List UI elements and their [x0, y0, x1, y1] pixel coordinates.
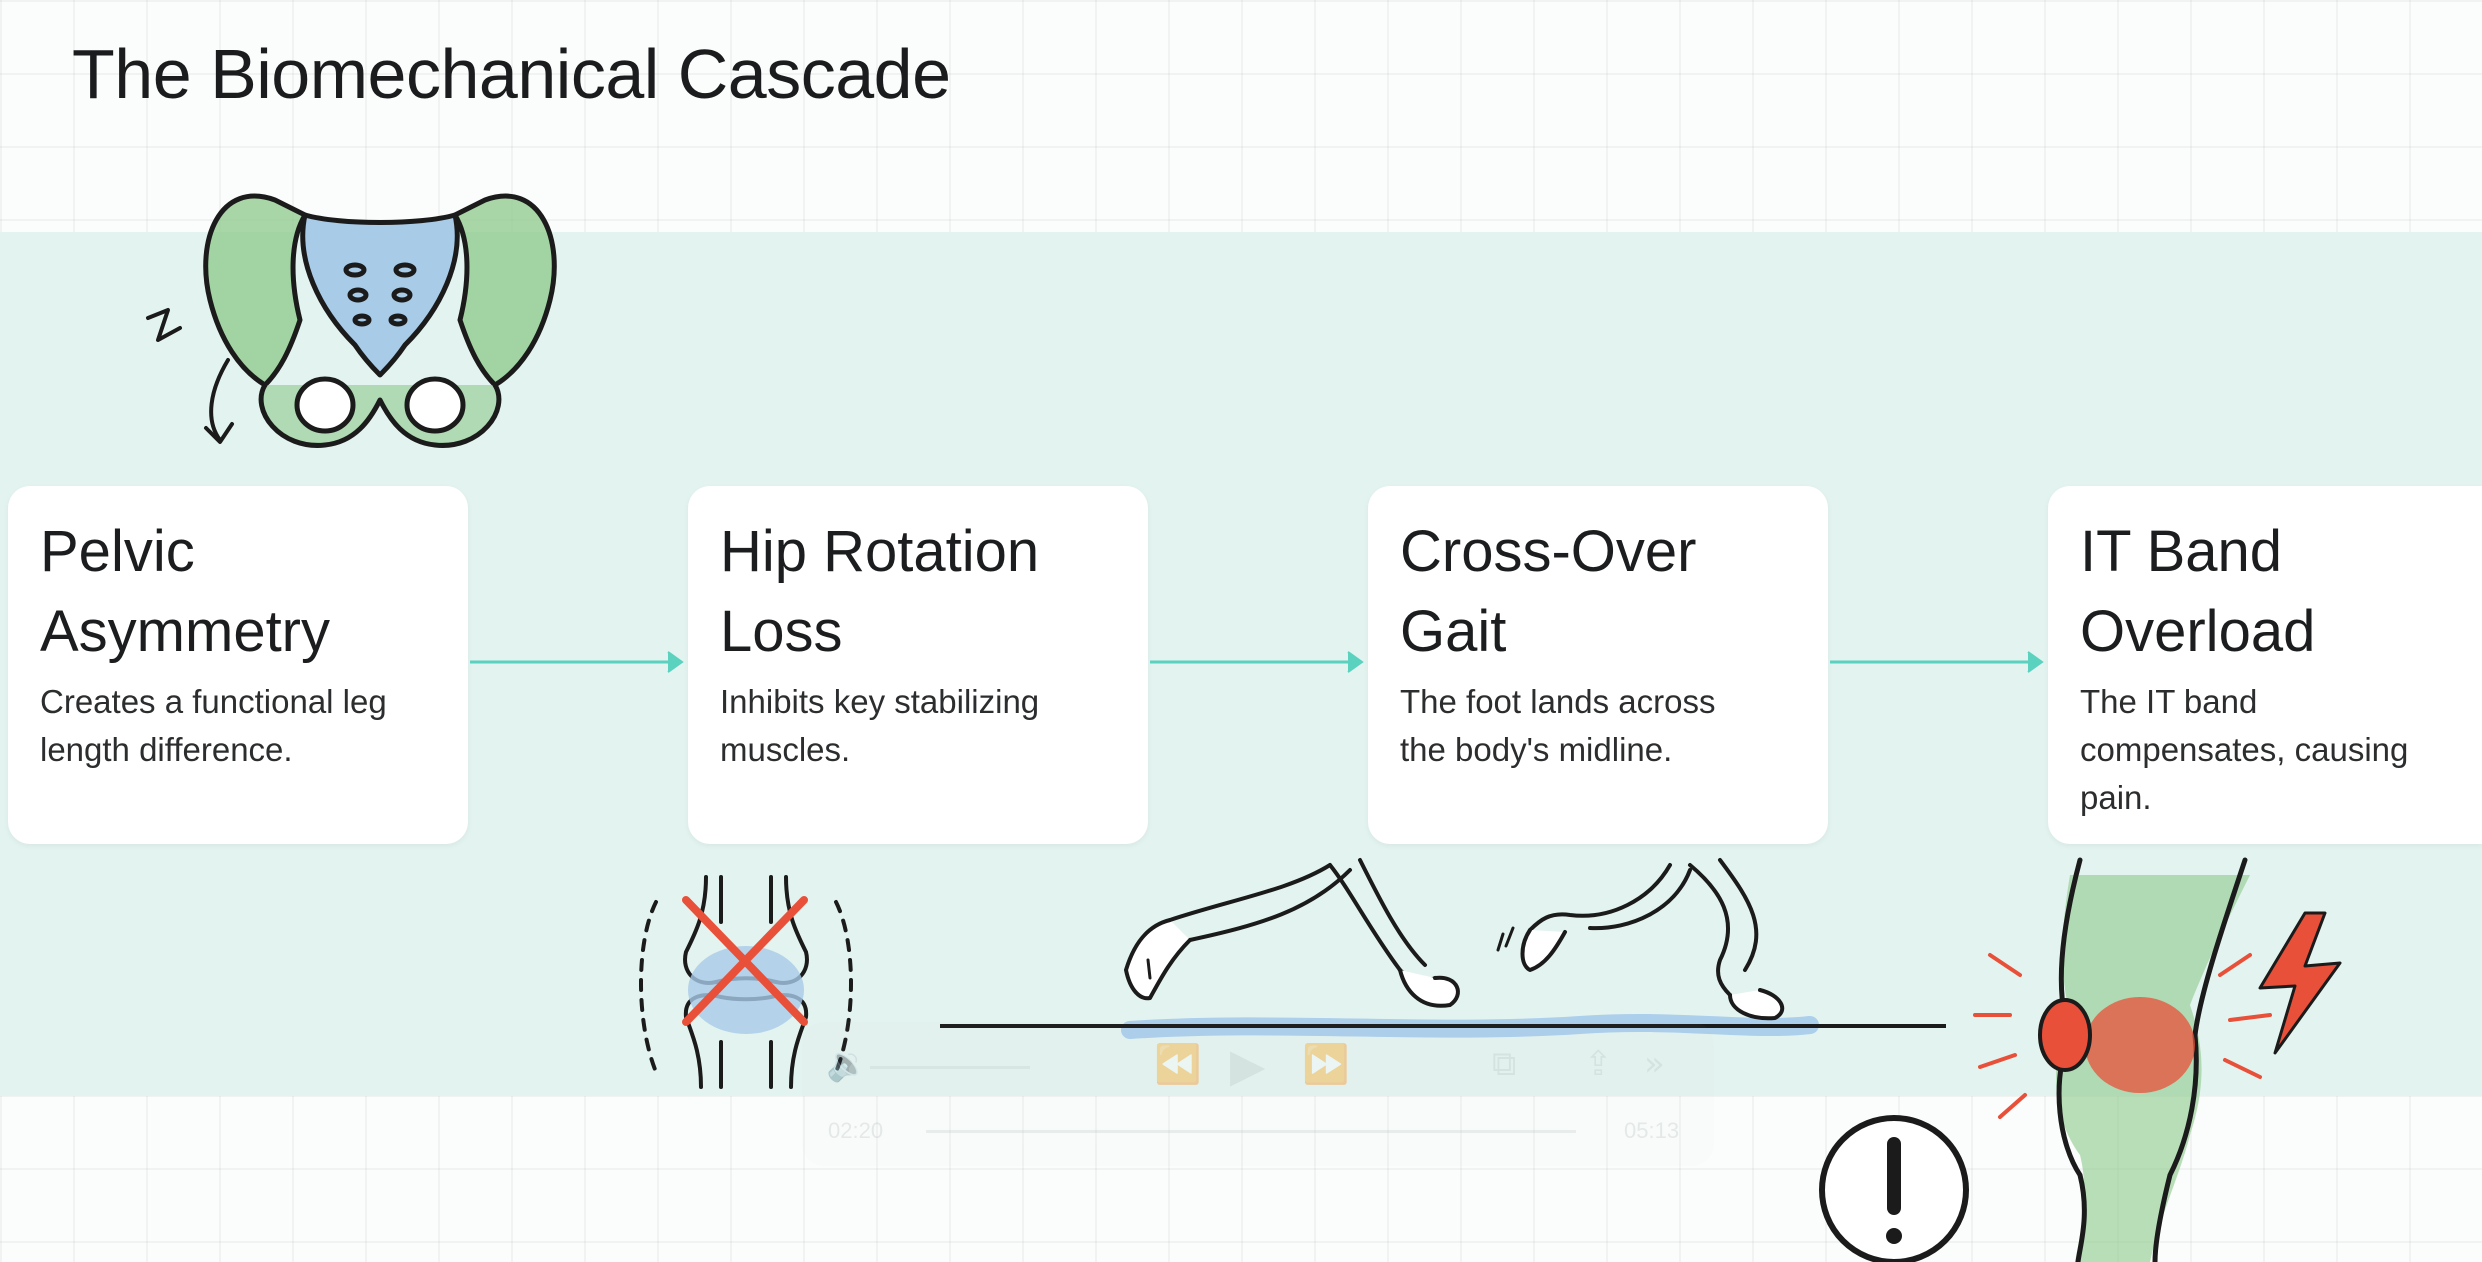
total-time: 05:13	[1624, 1118, 1680, 1143]
exclamation-warning-icon	[1819, 1115, 1969, 1262]
arrow-right-icon	[1830, 651, 2044, 673]
step-description: The foot lands across the body's midline…	[1400, 678, 1800, 774]
step-description-line: Inhibits key stabilizing	[720, 683, 1040, 720]
cross-over-running-legs-illustration	[940, 858, 1946, 1039]
step-heading-line: Asymmetry	[40, 599, 330, 664]
step-heading-line: IT Band	[2080, 519, 2283, 584]
step-description-line: muscles.	[720, 731, 851, 768]
video-player-controls[interactable]: 🔉 ⏪ ▶ ⏩ ⧉ ⇪ » 02:20 05:13	[802, 1022, 1714, 1166]
inflamed-knee-illustration	[1973, 857, 2272, 1262]
step-description-line: length difference.	[40, 731, 293, 768]
arrow-right-icon	[1150, 651, 1364, 673]
step-description-line: pain.	[2080, 779, 2152, 816]
step-heading: Hip Rotation Loss	[720, 512, 1120, 672]
step-description: Inhibits key stabilizing muscles.	[720, 678, 1120, 774]
crossed-hip-joint-illustration	[639, 875, 853, 1089]
step-heading-line: Cross-Over	[1400, 519, 1697, 584]
pelvis-illustration	[146, 193, 557, 448]
volume-slider[interactable]	[870, 1066, 1030, 1069]
step-description-line: the body's midline.	[1400, 731, 1673, 768]
seek-bar[interactable]	[926, 1130, 1576, 1133]
fast-forward-icon[interactable]: ⏩	[1302, 1042, 1350, 1086]
step-description-line: The foot lands across	[1400, 683, 1716, 720]
step-heading: IT Band Overload	[2080, 512, 2454, 672]
play-icon[interactable]: ▶	[1230, 1038, 1266, 1092]
step-heading-line: Hip Rotation	[720, 519, 1040, 584]
step-card-pelvic-asymmetry: Pelvic Asymmetry Creates a functional le…	[8, 486, 468, 844]
lightning-bolt-icon	[2258, 911, 2342, 1055]
step-heading: Cross-Over Gait	[1400, 512, 1800, 672]
step-heading-line: Pelvic	[40, 519, 195, 584]
share-icon[interactable]: ⇪	[1584, 1044, 1613, 1084]
step-heading: Pelvic Asymmetry	[40, 512, 440, 672]
step-card-it-band-overload: IT Band Overload The IT band compensates…	[2048, 486, 2482, 844]
step-description-line: The IT band	[2080, 683, 2258, 720]
page-title: The Biomechanical Cascade	[72, 35, 951, 113]
step-heading-line: Gait	[1400, 599, 1507, 664]
step-heading-line: Loss	[720, 599, 843, 664]
step-description: The IT band compensates, causing pain.	[2080, 678, 2454, 822]
rewind-icon[interactable]: ⏪	[1154, 1042, 1202, 1086]
step-card-cross-over-gait: Cross-Over Gait The foot lands across th…	[1368, 486, 1828, 844]
skip-forward-icon[interactable]: »	[1644, 1044, 1665, 1084]
arrow-right-icon	[470, 651, 684, 673]
picture-in-picture-icon[interactable]: ⧉	[1492, 1044, 1517, 1084]
step-card-hip-rotation-loss: Hip Rotation Loss Inhibits key stabilizi…	[688, 486, 1148, 844]
volume-icon[interactable]: 🔉	[826, 1044, 869, 1084]
current-time: 02:20	[828, 1118, 884, 1143]
step-description: Creates a functional leg length differen…	[40, 678, 440, 774]
step-description-line: compensates, causing	[2080, 731, 2409, 768]
step-heading-line: Overload	[2080, 599, 2316, 664]
step-description-line: Creates a functional leg	[40, 683, 387, 720]
